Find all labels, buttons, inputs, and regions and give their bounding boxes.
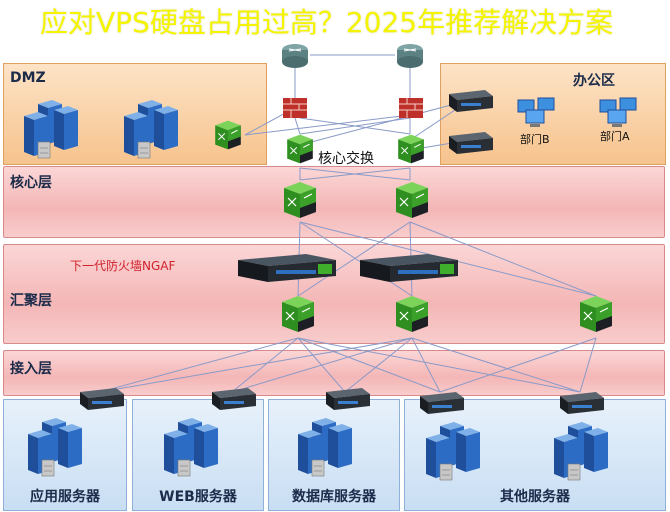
core-exchange-switch-icon [395,132,427,166]
server-group-web-label: WEB服务器 [159,489,237,505]
aggregation-switch-icon [278,294,318,334]
core-exchange-label: 核心交换 [318,151,374,167]
ngaf-firewall-icon [236,252,340,284]
server-group-app-label: 应用服务器 [30,489,100,505]
dept-a-label: 部门A [600,130,630,143]
aggregation-switch-icon [392,294,432,334]
db-servers-icon [292,416,368,480]
core-exchange-switch-icon [284,132,316,166]
office-device-icon [445,88,495,114]
office-device-icon [445,130,495,156]
access-layer-label: 接入层 [10,361,52,377]
dmz-servers-icon [18,98,94,162]
dept-a-computers-icon [594,96,644,130]
ngaf-label: 下一代防火墙NGAF [70,259,176,273]
aggregation-layer-label: 汇聚层 [10,293,52,309]
overlay-title: 应对VPS硬盘占用过高？2025年推荐解决方案 [40,6,614,39]
dmz-switch-icon [212,118,244,152]
core-switch-icon [280,180,320,220]
aggregation-switch-icon [576,294,616,334]
access-switch-icon [76,386,126,412]
core-layer-label: 核心层 [10,175,52,191]
router-icon [395,42,425,70]
web-servers-icon [158,416,234,480]
dept-b-computers-icon [512,96,562,130]
office-label: 办公区 [573,73,615,89]
other-servers-icon [548,420,624,484]
router-icon [280,42,310,70]
access-switch-icon [322,386,372,412]
access-switch-icon [416,390,466,416]
core-switch-icon [392,180,432,220]
server-group-db-label: 数据库服务器 [292,489,376,505]
app-servers-icon [22,416,98,480]
server-group-db-box: 数据库服务器 [268,399,400,511]
firewall-icon [282,96,308,120]
access-switch-icon [208,386,258,412]
ngaf-firewall-icon [358,252,462,284]
firewall-icon [398,96,424,120]
other-servers-icon [420,420,496,484]
dept-b-label: 部门B [520,133,550,146]
dmz-servers-icon [118,98,194,162]
server-group-other-label: 其他服务器 [500,489,570,505]
dmz-label: DMZ [10,70,46,86]
core-layer-band [3,166,665,238]
access-switch-icon [556,390,606,416]
